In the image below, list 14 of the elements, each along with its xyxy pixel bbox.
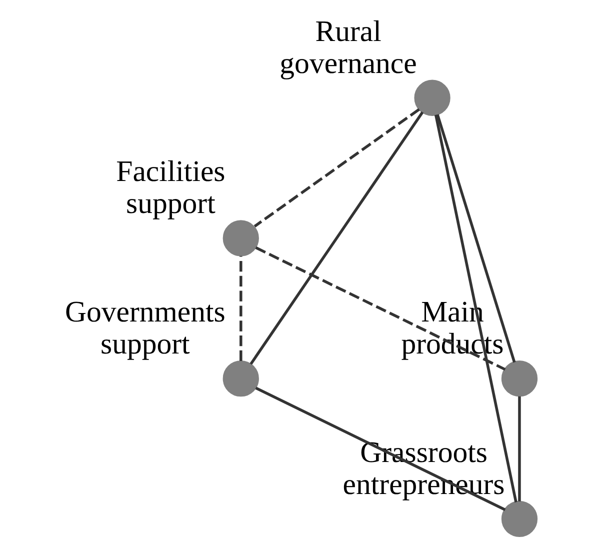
node-label: Governments support bbox=[64, 296, 225, 360]
connector bbox=[254, 246, 506, 371]
connector bbox=[249, 111, 424, 365]
connector bbox=[434, 114, 517, 502]
node-circle bbox=[222, 360, 258, 397]
node-circle bbox=[222, 220, 258, 256]
node-circle bbox=[414, 80, 450, 116]
connector bbox=[518, 396, 520, 502]
node-label: Rural governance bbox=[279, 14, 416, 80]
node-circle bbox=[500, 360, 538, 397]
connector bbox=[239, 256, 242, 362]
connector bbox=[253, 108, 420, 228]
node-circle bbox=[500, 500, 538, 538]
node-label: Facilities support bbox=[116, 155, 225, 220]
